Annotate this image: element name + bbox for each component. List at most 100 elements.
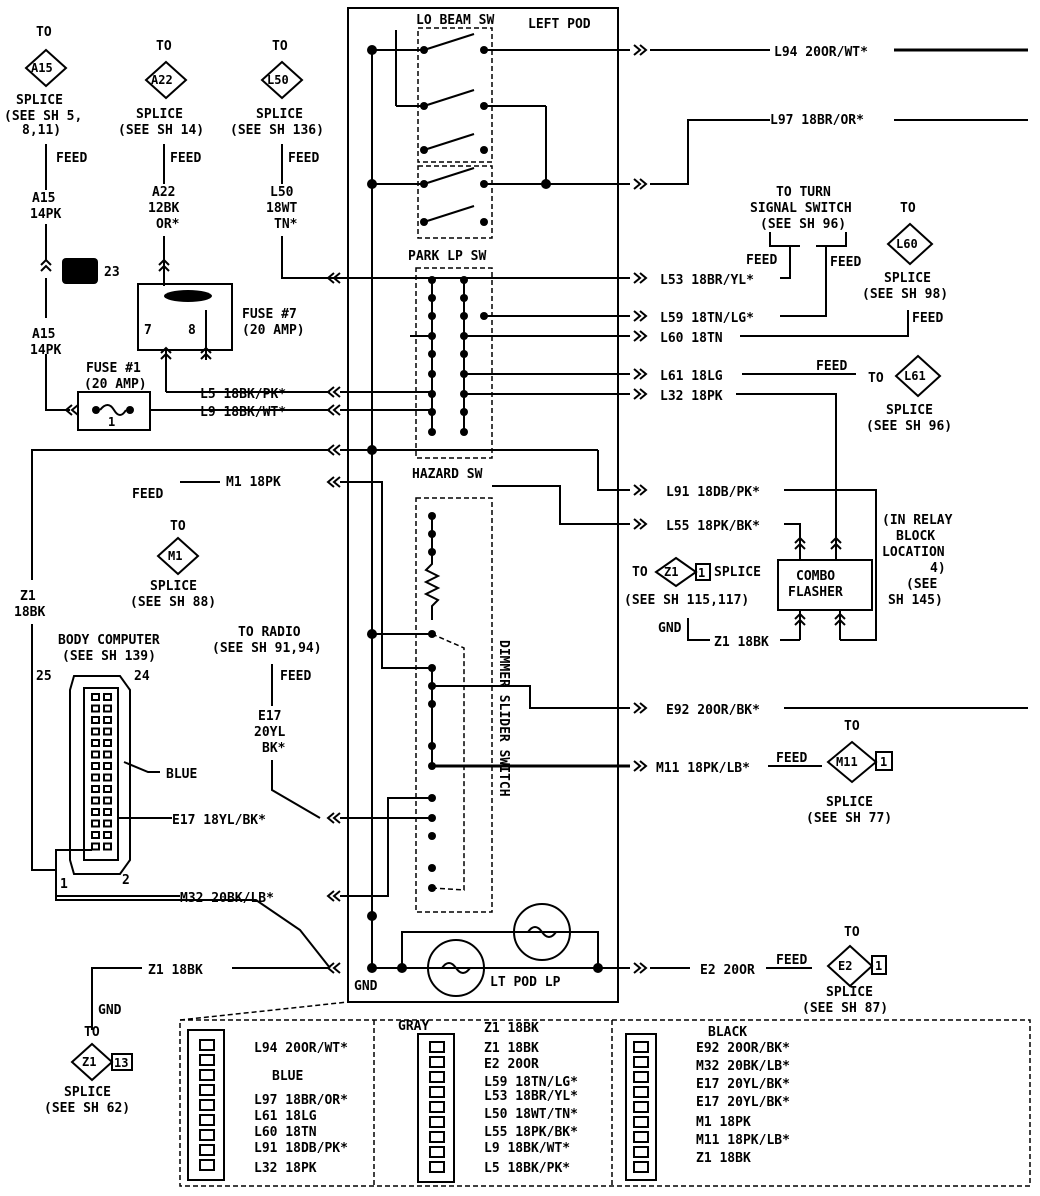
chevron-right-icon <box>633 388 648 400</box>
z1-bottom: Z1 18BK GND TO Z1 13 SPLICE (SEE SH 62) <box>44 896 331 1116</box>
pin <box>199 1099 215 1111</box>
svg-text:FEED: FEED <box>746 253 777 268</box>
chevron-left-icon <box>326 476 341 488</box>
chevron-up-icon <box>830 536 842 550</box>
svg-text:TO: TO <box>156 39 172 54</box>
splice-l60: TO L60 SPLICE (SEE SH 98) FEED <box>862 201 948 326</box>
svg-text:(SEE SH 77): (SEE SH 77) <box>806 811 892 826</box>
svg-text:E2: E2 <box>838 959 852 973</box>
chevron-right-icon <box>633 518 648 530</box>
svg-text:Z1: Z1 <box>664 565 678 579</box>
pin <box>91 796 100 805</box>
svg-text:TN*: TN* <box>274 217 298 232</box>
pin <box>199 1039 215 1051</box>
pin <box>429 1161 445 1173</box>
pin <box>103 796 112 805</box>
svg-text:L55 18PK/BK*: L55 18PK/BK* <box>666 519 760 534</box>
svg-text:E17 20YL/BK*: E17 20YL/BK* <box>696 1077 790 1092</box>
splice-l61: FEED TO L61 SPLICE (SEE SH 96) <box>816 354 952 434</box>
chevron-right-icon <box>633 178 648 190</box>
svg-text:M11 18PK/LB*: M11 18PK/LB* <box>656 761 750 776</box>
pin <box>199 1144 215 1156</box>
pin <box>91 762 100 770</box>
pin <box>91 785 100 793</box>
svg-text:14PK: 14PK <box>30 207 61 222</box>
pin <box>633 1041 649 1053</box>
pin <box>429 1116 445 1128</box>
svg-text:L94 20OR/WT*: L94 20OR/WT* <box>254 1041 348 1056</box>
svg-text:L9 18BK/WT*: L9 18BK/WT* <box>484 1141 570 1156</box>
svg-text:TO: TO <box>844 925 860 940</box>
dimmer-contacts <box>423 512 465 892</box>
svg-text:13: 13 <box>114 1056 128 1070</box>
svg-text:(SEE SH 91,94): (SEE SH 91,94) <box>212 641 322 656</box>
svg-text:TO: TO <box>868 371 884 386</box>
svg-text:FUSE #1: FUSE #1 <box>86 361 141 376</box>
right-wires: L94 20OR/WT* L97 18BR/OR* L53 18BR/YL* L… <box>410 45 1028 978</box>
m1-group: M1 18PK FEED TO M1 SPLICE (SEE SH 88) <box>130 475 432 669</box>
svg-text:1: 1 <box>698 566 705 580</box>
chevron-right-icon <box>633 368 648 380</box>
svg-text:25: 25 <box>36 669 52 684</box>
pin <box>199 1114 215 1126</box>
svg-text:SPLICE: SPLICE <box>886 403 933 418</box>
pin <box>199 1129 215 1141</box>
splice-m11: FEED TO M11 1 SPLICE (SEE SH 77) <box>768 719 893 826</box>
svg-text:TO: TO <box>84 1025 100 1040</box>
svg-text:L60 18TN: L60 18TN <box>660 331 723 346</box>
svg-text:L32 18PK: L32 18PK <box>254 1161 317 1176</box>
pin <box>633 1056 649 1068</box>
pin <box>91 693 100 701</box>
svg-text:M1 18PK: M1 18PK <box>696 1115 751 1130</box>
wire-l5: L5 18BK/PK* <box>200 387 286 402</box>
svg-text:OR*: OR* <box>156 217 180 232</box>
svg-text:E17: E17 <box>258 709 281 724</box>
pin <box>103 842 112 851</box>
chevron-right-icon <box>633 760 648 772</box>
connector-chevrons <box>40 44 846 974</box>
svg-text:SPLICE: SPLICE <box>826 985 873 1000</box>
chevron-left-icon <box>326 962 341 974</box>
svg-text:FEED: FEED <box>280 669 311 684</box>
svg-text:SPLICE: SPLICE <box>256 107 303 122</box>
park-lp-sw-label: PARK LP SW <box>408 249 486 264</box>
svg-text:2: 2 <box>122 873 130 888</box>
svg-text:(SEE SH 139): (SEE SH 139) <box>62 649 156 664</box>
lt-pod-lp-label: LT POD LP <box>490 975 561 990</box>
wire-l9: L9 18BK/WT* <box>200 405 286 420</box>
svg-text:4): 4) <box>930 561 946 576</box>
z1-left: Z1 18BK <box>14 449 630 896</box>
pin <box>199 1069 215 1081</box>
chevron-up-icon <box>158 258 170 272</box>
chevron-right-icon <box>633 962 648 974</box>
svg-text:L50 18WT/TN*: L50 18WT/TN* <box>484 1107 578 1122</box>
svg-text:SPLICE: SPLICE <box>16 93 63 108</box>
svg-text:1: 1 <box>108 415 115 429</box>
pin <box>429 1086 445 1098</box>
pin <box>429 1071 445 1083</box>
hazard-contacts <box>428 276 488 436</box>
svg-text:TO RADIO: TO RADIO <box>238 625 301 640</box>
splice-a15: TO A15 SPLICE (SEE SH 5, 8,11) FEED A15 … <box>4 25 87 318</box>
svg-text:TO: TO <box>272 39 288 54</box>
chevron-left-icon <box>326 386 341 398</box>
svg-text:SPLICE: SPLICE <box>884 271 931 286</box>
svg-text:M11: M11 <box>836 755 858 769</box>
svg-text:7: 7 <box>144 323 152 338</box>
pin <box>429 1041 445 1053</box>
svg-text:FEED: FEED <box>816 359 847 374</box>
pin <box>91 842 100 851</box>
svg-text:L53 18BR/YL*: L53 18BR/YL* <box>660 273 754 288</box>
svg-text:M32 20BK/LB*: M32 20BK/LB* <box>696 1059 790 1074</box>
svg-text:L91 18DB/PK*: L91 18DB/PK* <box>254 1141 348 1156</box>
chevron-up-icon <box>40 258 52 272</box>
svg-text:A15: A15 <box>31 61 53 75</box>
svg-text:18BK: 18BK <box>14 605 45 620</box>
svg-text:TO TURN: TO TURN <box>776 185 831 200</box>
pin <box>633 1116 649 1128</box>
fuse-7: 7 8 FUSE #7 (20 AMP) <box>137 283 330 393</box>
svg-text:(IN RELAY: (IN RELAY <box>882 513 953 528</box>
chevron-right-icon <box>633 272 648 284</box>
pin <box>91 727 100 736</box>
left-pod-title: LEFT POD <box>528 17 591 32</box>
